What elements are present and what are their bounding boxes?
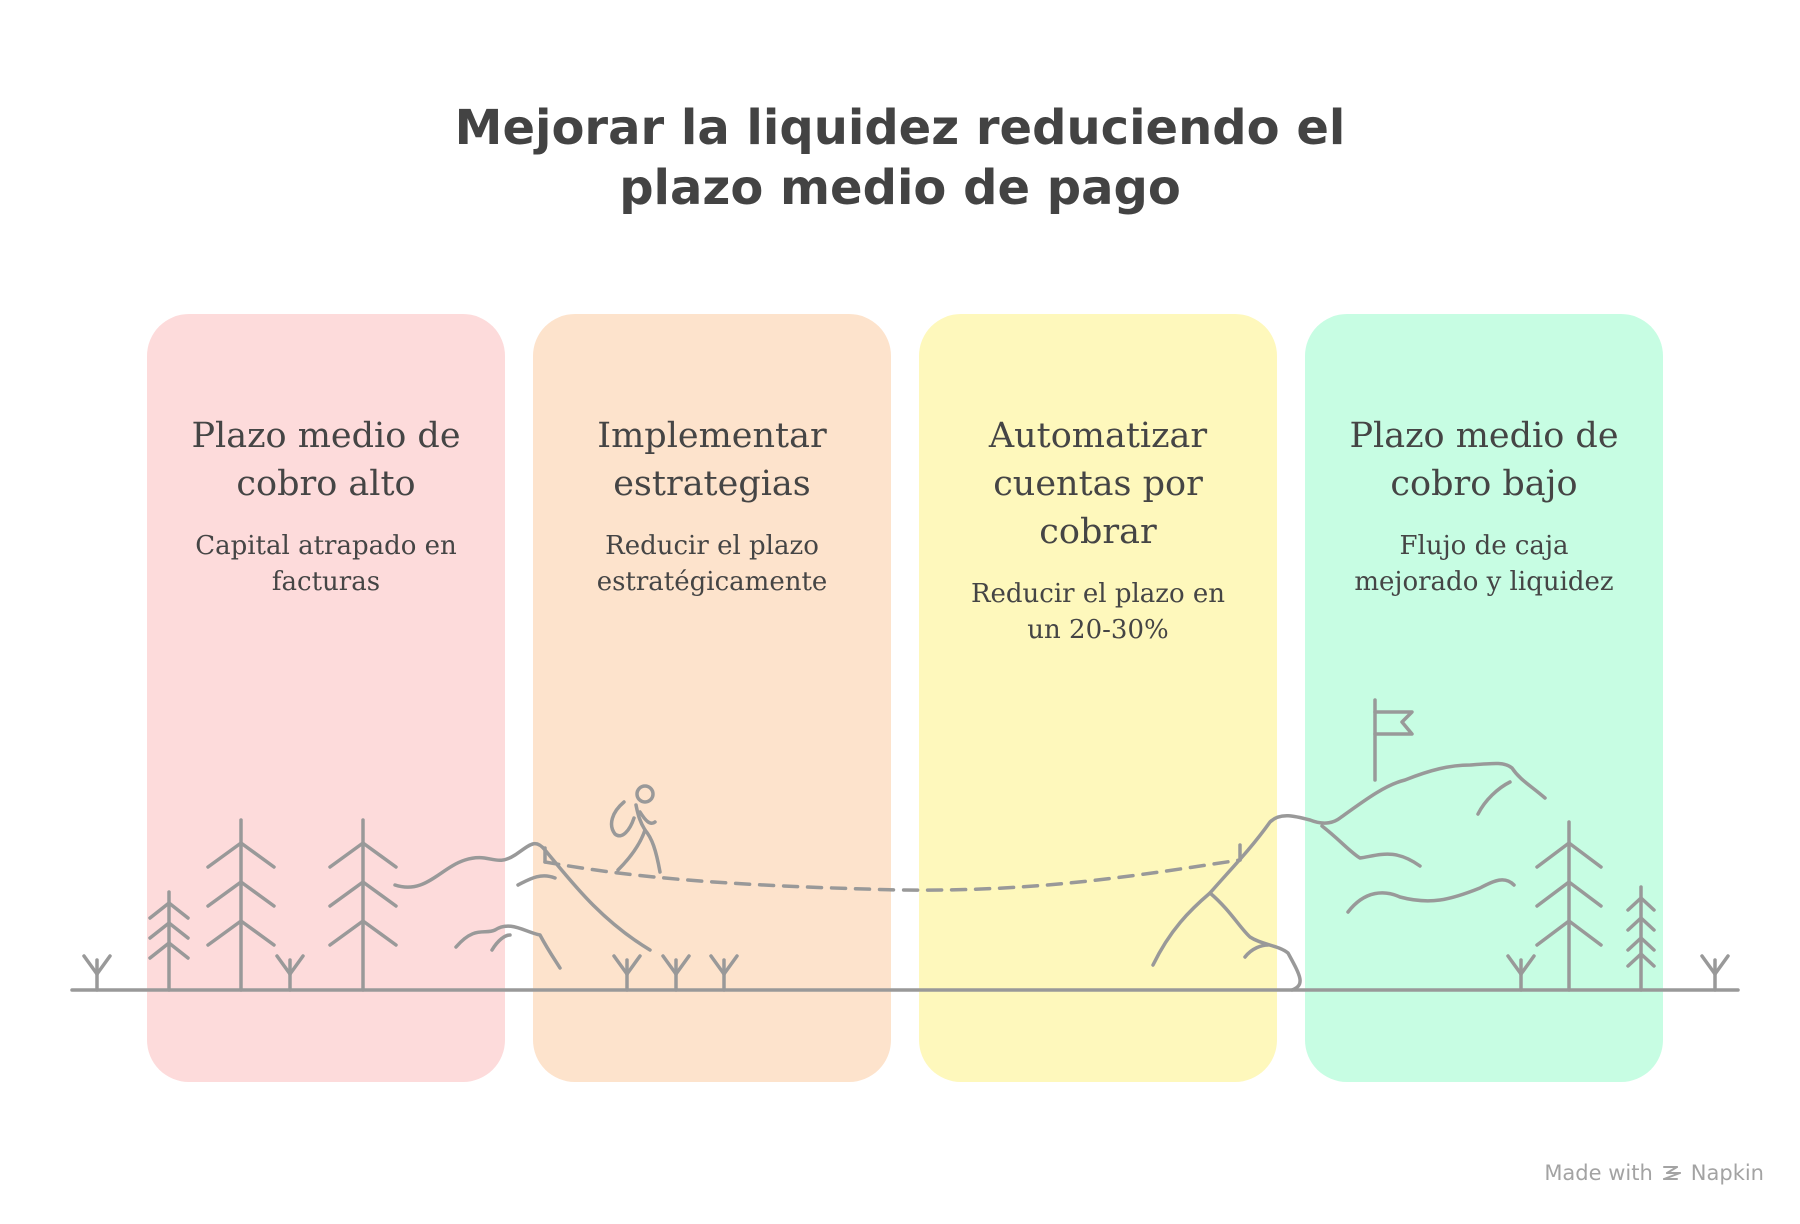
stage-3-desc-line: Reducir el plazo en	[970, 579, 1226, 609]
stage-panel-implement-strategies: Implementar estrategias Reducir el plazo…	[533, 314, 891, 1082]
stage-2-heading-line: Implementar	[597, 416, 827, 456]
grass-icon	[82, 954, 112, 992]
grass-icon	[1700, 954, 1730, 992]
stage-panel-automate-receivables: Automatizar cuentas por cobrar Reducir e…	[919, 314, 1277, 1082]
stage-2-description: Reducir el plazo estratégicamente	[547, 528, 877, 600]
stage-3-heading-line: Automatizar	[988, 416, 1208, 456]
tree-icon	[328, 818, 398, 992]
stage-1-heading-line: cobro alto	[236, 464, 416, 504]
stage-3-heading-line: cuentas por	[993, 464, 1203, 504]
mountain-icon	[393, 841, 652, 970]
stage-1-desc-line: Capital atrapado en	[195, 531, 457, 561]
stage-4-heading: Plazo medio de cobro bajo	[1319, 412, 1649, 508]
stage-2-heading-line: estrategias	[613, 464, 811, 504]
napkin-brand-label: Napkin	[1690, 1161, 1764, 1185]
made-with-napkin-badge[interactable]: Made with Napkin	[1544, 1161, 1764, 1185]
grass-icon	[661, 954, 691, 992]
stage-1-description: Capital atrapado en facturas	[161, 528, 491, 600]
stage-panel-high-collection-period: Plazo medio de cobro alto Capital atrapa…	[147, 314, 505, 1082]
hiker-icon	[609, 784, 662, 874]
grass-icon	[709, 954, 739, 992]
page-title: Mejorar la liquidez reduciendo el plazo …	[0, 98, 1800, 218]
napkin-logo-icon	[1662, 1166, 1681, 1180]
tree-icon	[1626, 885, 1656, 992]
stage-4-desc-line: mejorado y liquidez	[1354, 567, 1614, 597]
title-line-2: plazo medio de pago	[619, 160, 1181, 216]
grass-icon	[612, 954, 642, 992]
mountain-icon	[1151, 761, 1547, 992]
stage-panel-low-collection-period: Plazo medio de cobro bajo Flujo de caja …	[1305, 314, 1663, 1082]
stage-4-heading-line: Plazo medio de	[1349, 416, 1619, 456]
stage-1-heading-line: Plazo medio de	[191, 416, 461, 456]
stage-3-heading: Automatizar cuentas por cobrar	[933, 412, 1263, 556]
made-with-label: Made with	[1544, 1161, 1653, 1185]
stage-4-desc-line: Flujo de caja	[1399, 531, 1569, 561]
grass-icon	[275, 954, 305, 992]
stage-4-description: Flujo de caja mejorado y liquidez	[1319, 528, 1649, 600]
stage-3-description: Reducir el plazo en un 20-30%	[933, 576, 1263, 648]
grass-icon	[1506, 954, 1536, 992]
stage-4-heading-line: cobro bajo	[1390, 464, 1578, 504]
stage-3-heading-line: cobrar	[1039, 512, 1157, 552]
stage-2-desc-line: Reducir el plazo	[605, 531, 819, 561]
tree-icon	[148, 890, 190, 992]
flag-icon	[1373, 698, 1414, 782]
stage-2-desc-line: estratégicamente	[596, 567, 828, 597]
title-line-1: Mejorar la liquidez reduciendo el	[454, 100, 1346, 156]
stage-3-desc-line: un 20-30%	[1027, 615, 1169, 645]
stage-2-heading: Implementar estrategias	[547, 412, 877, 508]
progress-path	[543, 858, 1242, 892]
stage-1-desc-line: facturas	[271, 567, 381, 597]
stage-1-heading: Plazo medio de cobro alto	[161, 412, 491, 508]
tree-icon	[1535, 820, 1603, 992]
tree-icon	[206, 818, 276, 992]
